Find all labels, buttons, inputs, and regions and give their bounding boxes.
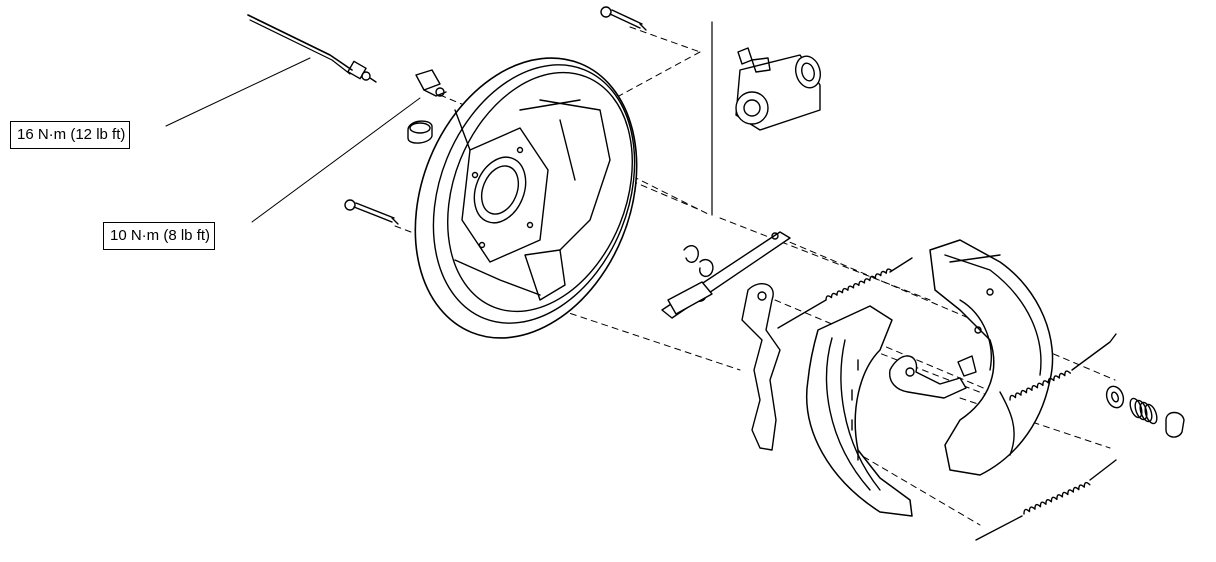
hold-down-retainer bbox=[1165, 411, 1185, 438]
torque-callout-cable-fitting: 16 N·m (12 lb ft) bbox=[10, 121, 131, 149]
hold-down-pin-left bbox=[344, 199, 399, 225]
adjuster-pawl bbox=[889, 355, 977, 399]
return-spring-lower bbox=[975, 459, 1117, 541]
parking-brake-cable bbox=[247, 14, 377, 83]
brake-shoe-front bbox=[806, 305, 913, 517]
return-spring-right bbox=[1009, 333, 1117, 401]
hold-down-washer bbox=[1105, 385, 1125, 409]
brake-shoe-rear bbox=[929, 239, 1054, 476]
leader-line-cable-torque bbox=[165, 57, 311, 127]
hold-down-spring bbox=[1129, 397, 1158, 425]
return-spring-upper bbox=[777, 257, 913, 329]
parking-brake-lever bbox=[741, 282, 781, 451]
leader-lines bbox=[165, 57, 421, 223]
mounting-bolt bbox=[415, 69, 447, 97]
torque-callout-mounting-bolt: 10 N·m (8 lb ft) bbox=[103, 222, 216, 250]
leader-line-bolt-torque bbox=[251, 97, 421, 223]
hold-down-pin-top bbox=[600, 6, 647, 31]
wheel-cylinder bbox=[711, 21, 822, 216]
adjuster-strut bbox=[661, 231, 791, 319]
backing-plate bbox=[414, 57, 638, 339]
access-plug bbox=[407, 120, 433, 144]
